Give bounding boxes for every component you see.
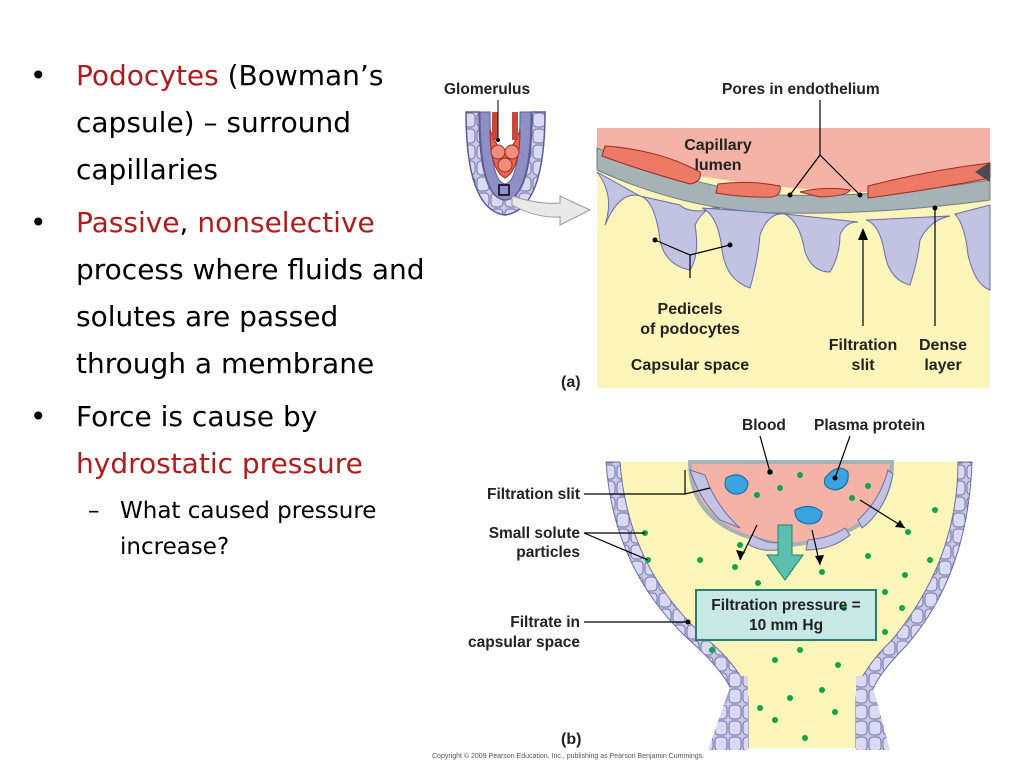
term-podocytes: Podocytes xyxy=(76,59,219,92)
sub-bullet-question: – What caused pressure increase? xyxy=(88,498,377,560)
term-hydrostatic-pressure: hydrostatic pressure xyxy=(76,447,363,480)
label-filtration-pressure-2: 10 mm Hg xyxy=(749,617,823,634)
glomerulus-thumbnail xyxy=(465,100,592,226)
bullet-text: process where fluids and solutes are pas… xyxy=(76,253,425,380)
label-capsular-space: Capsular space xyxy=(631,357,749,374)
label-dense-layer-1: Dense xyxy=(919,337,967,354)
panel-label-b: (b) xyxy=(561,731,581,748)
label-pedicels-2: of podocytes xyxy=(640,321,740,338)
bullet-list: • Podocytes (Bowman’s capsule) – surroun… xyxy=(30,52,450,565)
label-filtration-slit: Filtration slit xyxy=(487,486,580,503)
label-filtration-pressure-1: Filtration pressure = xyxy=(711,597,860,614)
bullet-passive: • Passive, nonselective process where fl… xyxy=(30,206,425,380)
label-capillary-lumen-1: Capillary xyxy=(684,137,752,154)
panel-b-illustration xyxy=(583,435,973,750)
label-pores-in-endothelium: Pores in endothelium xyxy=(722,81,880,98)
copyright-notice: Copyright © 2009 Pearson Education, Inc.… xyxy=(432,753,705,760)
panel-a-illustration xyxy=(596,100,991,388)
panel-label-a: (a) xyxy=(561,374,581,391)
label-dense-layer-2: layer xyxy=(924,357,961,374)
label-pedicels-1: Pedicels xyxy=(658,301,723,318)
bullet-text: (Bowman’s capsule) – surround capillarie… xyxy=(76,59,384,186)
label-filtrate-2: capsular space xyxy=(468,634,580,651)
term-nonselective: nonselective xyxy=(197,206,375,239)
label-small-solute-2: particles xyxy=(516,544,580,561)
label-small-solute-1: Small solute xyxy=(489,525,581,542)
bullet-force: • Force is cause by hydrostatic pressure xyxy=(30,400,363,480)
sub-bullet-text: What caused pressure increase? xyxy=(120,498,377,560)
label-plasma-protein: Plasma protein xyxy=(814,417,925,434)
bullet-text: Force is cause by xyxy=(76,400,318,433)
label-glomerulus: Glomerulus xyxy=(444,81,530,98)
label-filtration-slit-1: Filtration xyxy=(829,337,897,354)
term-passive: Passive xyxy=(76,206,180,239)
label-filtration-slit-2: slit xyxy=(851,357,875,374)
label-blood: Blood xyxy=(742,417,786,434)
bullet-podocytes: • Podocytes (Bowman’s capsule) – surroun… xyxy=(30,59,384,186)
label-capillary-lumen-2: lumen xyxy=(694,157,741,174)
label-filtrate-1: Filtrate in xyxy=(510,614,580,631)
